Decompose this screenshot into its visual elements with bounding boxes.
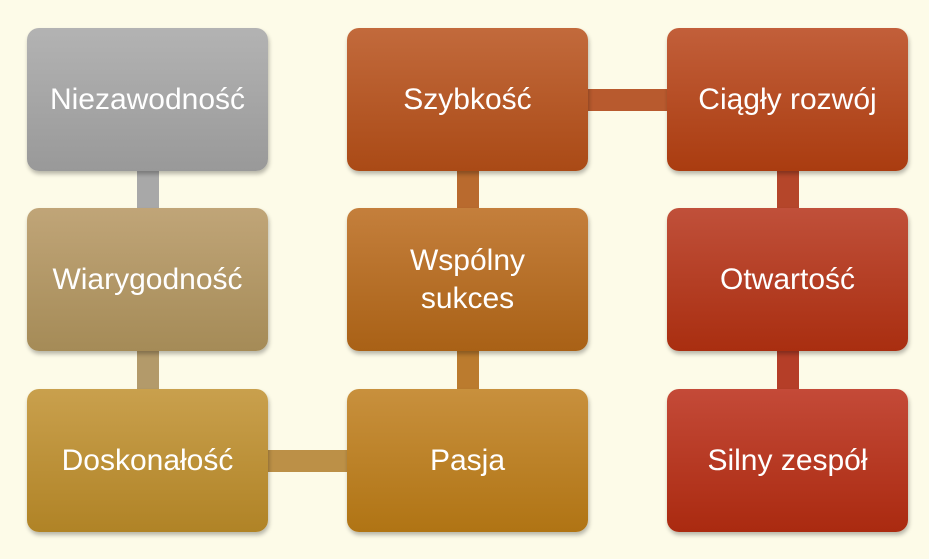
node-silny-zespol[interactable]: Silny zespół: [667, 389, 908, 532]
node-szybkosc[interactable]: Szybkość: [347, 28, 588, 171]
node-label: Wspólny sukces: [409, 243, 526, 315]
node-doskonalosc[interactable]: Doskonałość: [27, 389, 268, 532]
node-label: Ciągły rozwój: [698, 82, 877, 116]
connector-szybkosc-ciagly-rozwoj: [586, 88, 669, 111]
node-label: Szybkość: [403, 82, 532, 116]
node-label: Doskonałość: [61, 443, 234, 477]
connector-pasja-wspolny-sukces: [456, 349, 479, 391]
connector-wspolny-sukces-szybkosc: [456, 169, 479, 210]
connector-wiarygodnosc-doskonalosc: [136, 349, 159, 391]
connector-ciagly-rozwoj-otwartosc: [776, 169, 799, 210]
node-niezawodnosc[interactable]: Niezawodność: [27, 28, 268, 171]
node-wspolny-sukces[interactable]: Wspólny sukces: [347, 208, 588, 351]
connector-doskonalosc-pasja: [266, 449, 349, 472]
node-label: Pasja: [429, 443, 506, 477]
node-wiarygodnosc[interactable]: Wiarygodność: [27, 208, 268, 351]
node-label: Otwartość: [719, 262, 856, 296]
node-pasja[interactable]: Pasja: [347, 389, 588, 532]
node-otwartosc[interactable]: Otwartość: [667, 208, 908, 351]
node-label: Niezawodność: [49, 82, 246, 116]
node-ciagly-rozwoj[interactable]: Ciągły rozwój: [667, 28, 908, 171]
node-label: Silny zespół: [707, 443, 868, 477]
connector-niezawodnosc-wiarygodnosc: [136, 169, 159, 210]
node-label: Wiarygodność: [52, 262, 243, 296]
connector-otwartosc-silny-zespol: [776, 349, 799, 391]
